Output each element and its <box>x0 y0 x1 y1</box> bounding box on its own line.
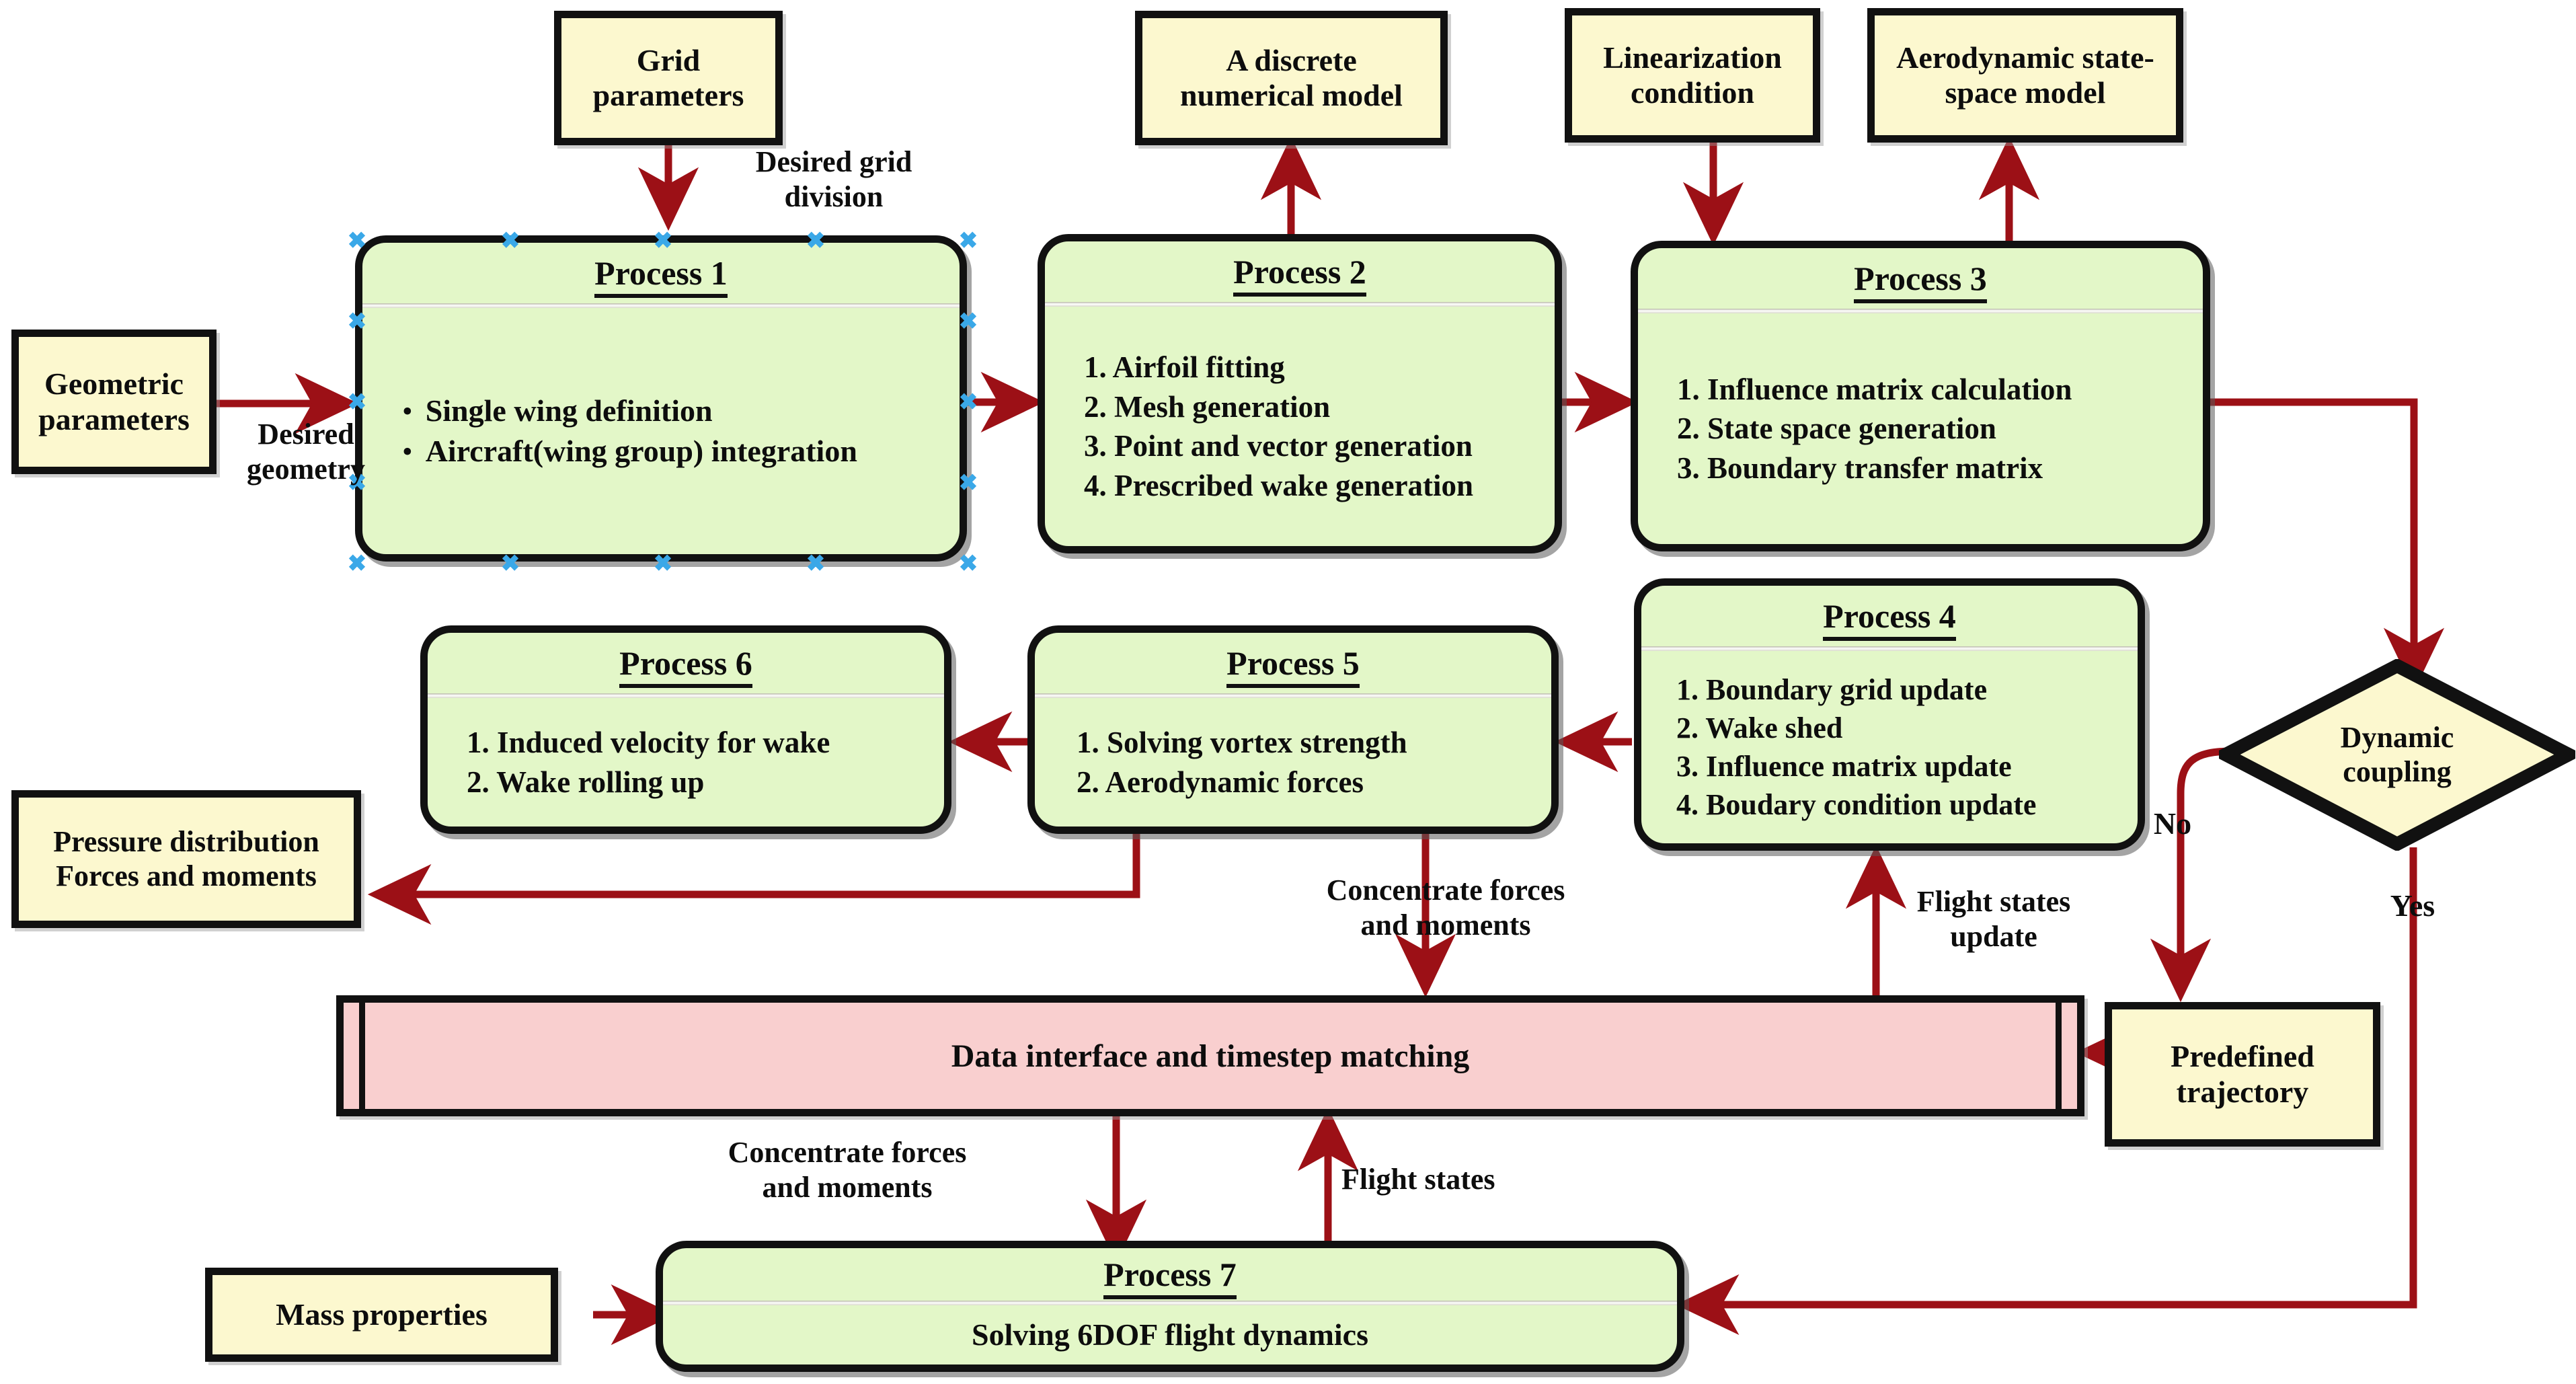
process-3-divider <box>1638 309 2203 313</box>
subroutine-right-rule <box>2056 1003 2062 1109</box>
selection-handle[interactable]: ✖ <box>958 228 978 254</box>
process-2-item: 3. Point and vector generation <box>1084 429 1473 463</box>
process-3-item: 3. Boundary transfer matrix <box>1677 451 2043 485</box>
io-grid-parameters-label: Grid parameters <box>592 42 744 112</box>
io-aerodynamic-state-space-model-label: Aerodynamic state- space model <box>1896 40 2154 110</box>
process-5-item: 1. Solving vortex strength <box>1077 726 1407 759</box>
process-4[interactable]: Process 4 1. Boundary grid update 2. Wak… <box>1634 578 2145 851</box>
decision-dynamic-coupling[interactable]: Dynamic coupling <box>2219 659 2575 851</box>
process-2-divider <box>1045 302 1555 307</box>
selection-handle[interactable]: ✖ <box>958 470 978 496</box>
io-grid-parameters[interactable]: Grid parameters <box>554 11 783 145</box>
io-discrete-numerical-model[interactable]: A discrete numerical model <box>1135 11 1448 145</box>
io-pressure-distribution[interactable]: Pressure distribution Forces and moments <box>11 790 361 928</box>
edge-label-flight-states-update: Flight states update <box>1916 885 2071 953</box>
process-6-title: Process 6 <box>428 633 944 692</box>
selection-handle[interactable]: ✖ <box>806 228 826 254</box>
data-interface-bar-label: Data interface and timestep matching <box>951 1038 1470 1074</box>
io-predefined-trajectory[interactable]: Predefined trajectory <box>2105 1002 2380 1147</box>
io-geometric-parameters-label: Geometric parameters <box>38 367 190 436</box>
process-3-item: 2. State space generation <box>1677 412 1996 446</box>
process-1-title: Process 1 <box>362 243 960 302</box>
io-pressure-distribution-label: Pressure distribution Forces and moments <box>53 825 319 892</box>
edge-label-desired-grid-division: Desired grid division <box>755 145 912 213</box>
selection-handle[interactable]: ✖ <box>958 551 978 576</box>
process-5-divider <box>1035 693 1551 698</box>
process-3[interactable]: Process 3 1. Influence matrix calculatio… <box>1631 241 2210 551</box>
process-4-item: 3. Influence matrix update <box>1676 750 2012 783</box>
process-7[interactable]: Process 7 Solving 6DOF flight dynamics <box>656 1241 1684 1372</box>
selection-handle[interactable]: ✖ <box>347 551 367 576</box>
process-3-item: 1. Influence matrix calculation <box>1677 372 2072 406</box>
process-2-item: 4. Prescribed wake generation <box>1084 468 1474 502</box>
process-4-item: 1. Boundary grid update <box>1676 672 1988 706</box>
process-7-title: Process 7 <box>663 1248 1677 1299</box>
selection-handle[interactable]: ✖ <box>347 470 367 496</box>
io-linearization-condition[interactable]: Linearization condition <box>1565 8 1820 143</box>
process-3-title: Process 3 <box>1638 248 2203 307</box>
io-discrete-numerical-model-label: A discrete numerical model <box>1180 42 1403 112</box>
io-predefined-trajectory-label: Predefined trajectory <box>2171 1039 2314 1109</box>
io-mass-properties[interactable]: Mass properties <box>205 1268 558 1362</box>
process-4-item: 4. Boudary condition update <box>1676 788 2037 822</box>
subroutine-left-rule <box>359 1003 365 1109</box>
process-5-title: Process 5 <box>1035 633 1551 692</box>
process-2-title: Process 2 <box>1045 241 1555 301</box>
process-7-item: Solving 6DOF flight dynamics <box>972 1317 1368 1352</box>
process-2-item: 1. Airfoil fitting <box>1084 350 1285 384</box>
edge-label-flight-states: Flight states <box>1341 1163 1495 1196</box>
selection-handle[interactable]: ✖ <box>347 309 367 334</box>
selection-handle[interactable]: ✖ <box>653 551 673 576</box>
process-2-item: 2. Mesh generation <box>1084 389 1331 424</box>
process-5[interactable]: Process 5 1. Solving vortex strength 2. … <box>1027 625 1559 834</box>
selection-handle[interactable]: ✖ <box>500 228 520 254</box>
process-1-item: Single wing definition <box>403 391 960 431</box>
process-1[interactable]: Process 1 Single wing definition Aircraf… <box>355 235 967 562</box>
edge-label-concentrate-forces-upper: Concentrate forces and moments <box>1326 874 1565 941</box>
process-6-item: 1. Induced velocity for wake <box>467 726 830 759</box>
edge-label-concentrate-forces-lower: Concentrate forces and moments <box>728 1136 967 1204</box>
edge-label-desired-geometry: Desired geometry <box>247 418 365 486</box>
process-7-divider <box>663 1301 1677 1305</box>
process-4-title: Process 4 <box>1641 586 2138 645</box>
selection-handle[interactable]: ✖ <box>958 389 978 415</box>
io-linearization-condition-label: Linearization condition <box>1603 40 1782 110</box>
io-geometric-parameters[interactable]: Geometric parameters <box>11 330 217 474</box>
selection-handle[interactable]: ✖ <box>347 228 367 254</box>
process-2[interactable]: Process 2 1. Airfoil fitting 2. Mesh gen… <box>1038 234 1562 553</box>
process-5-item: 2. Aerodynamic forces <box>1077 765 1364 799</box>
selection-handle[interactable]: ✖ <box>958 309 978 334</box>
io-mass-properties-label: Mass properties <box>276 1297 487 1332</box>
selection-handle[interactable]: ✖ <box>500 551 520 576</box>
io-aerodynamic-state-space-model[interactable]: Aerodynamic state- space model <box>1867 8 2183 143</box>
process-6[interactable]: Process 6 1. Induced velocity for wake 2… <box>420 625 951 834</box>
process-6-item: 2. Wake rolling up <box>467 765 705 799</box>
selection-handle[interactable]: ✖ <box>806 551 826 576</box>
branch-label-yes: Yes <box>2390 888 2435 923</box>
selection-handle[interactable]: ✖ <box>653 228 673 254</box>
process-1-divider <box>362 303 960 308</box>
selection-handle[interactable]: ✖ <box>347 389 367 415</box>
process-4-item: 2. Wake shed <box>1676 711 1843 744</box>
process-1-item: Aircraft(wing group) integration <box>403 431 960 471</box>
data-interface-bar[interactable]: Data interface and timestep matching <box>336 995 2084 1116</box>
branch-label-no: No <box>2153 806 2192 841</box>
process-4-divider <box>1641 646 2138 651</box>
process-6-divider <box>428 693 944 698</box>
